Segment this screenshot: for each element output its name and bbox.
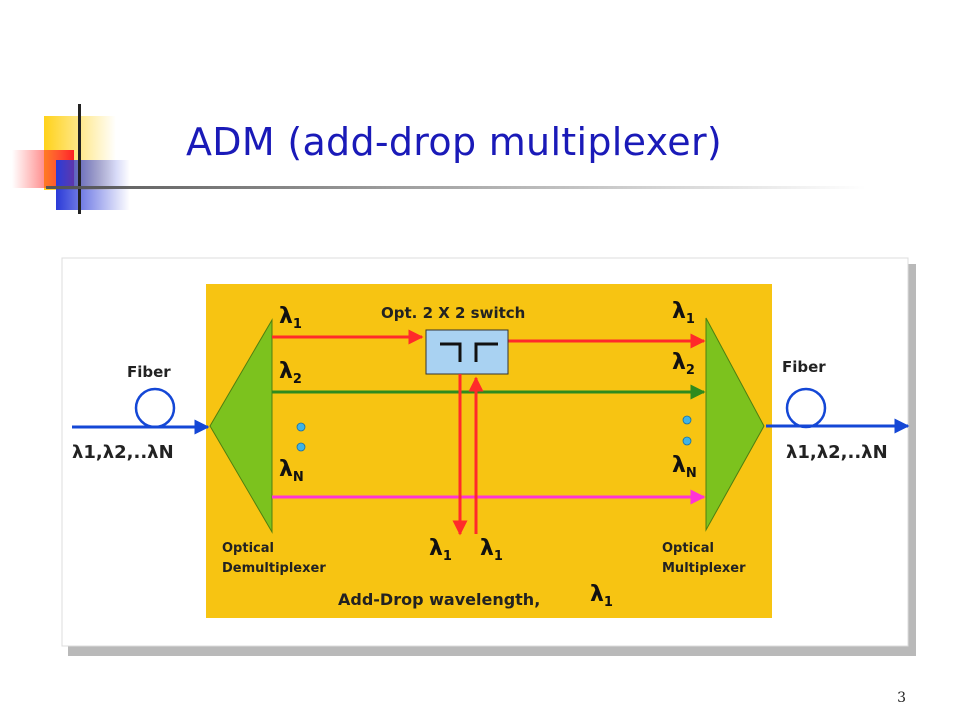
title-underline xyxy=(46,186,866,189)
switch-label: Opt. 2 X 2 switch xyxy=(381,304,525,322)
lambda-symbol: λ xyxy=(480,536,494,561)
lambda-symbol: λ xyxy=(672,350,686,375)
lambda-sub: 1 xyxy=(293,317,302,332)
lambda-symbol: λ xyxy=(279,457,293,482)
title-decoration xyxy=(12,104,866,214)
lambda-sub: 1 xyxy=(443,549,452,564)
input-signal-label: λ1,λ2,..λN xyxy=(72,442,174,463)
optical-demultiplexer xyxy=(209,318,273,534)
fiber-coil-right xyxy=(785,387,827,429)
mux-label-line1: Optical xyxy=(662,541,714,556)
lambda-sub: N xyxy=(293,470,304,485)
deco-blue-square xyxy=(56,160,130,210)
demux-label-line2: Demultiplexer xyxy=(222,561,326,576)
lambda-label-drop: λ1 xyxy=(429,536,452,564)
lambda-label-add: λ1 xyxy=(480,536,503,564)
lambda-symbol: λ xyxy=(672,299,686,324)
lambda-label-right-1: λ1 xyxy=(672,299,695,327)
add-drop-lambda: λ1 xyxy=(590,582,613,610)
lambda-label-left-1: λ1 xyxy=(279,304,302,332)
lambda-sub: 1 xyxy=(686,312,695,327)
fiber-label-right: Fiber xyxy=(782,358,826,376)
fiber-label-left: Fiber xyxy=(127,363,171,381)
lambda-label-right-2: λ2 xyxy=(672,350,695,378)
deco-vertical-line xyxy=(78,104,81,214)
lambda-symbol: λ xyxy=(429,536,443,561)
lambda-symbol: λ xyxy=(672,453,686,478)
add-drop-label: Add-Drop wavelength, xyxy=(338,590,540,609)
lambda-symbol: λ xyxy=(279,359,293,384)
switch-path-add xyxy=(474,342,498,362)
optical-2x2-switch xyxy=(425,329,509,375)
ellipsis-dot xyxy=(682,436,692,446)
lambda-sub: 2 xyxy=(686,363,695,378)
lambda-label-left-2: λ2 xyxy=(279,359,302,387)
fiber-coil-left xyxy=(134,387,176,429)
lambda-symbol: λ xyxy=(590,582,604,607)
optical-multiplexer xyxy=(705,317,765,532)
lambda-symbol: λ xyxy=(279,304,293,329)
output-signal-label: λ1,λ2,..λN xyxy=(786,442,888,463)
ellipsis-dot xyxy=(682,415,692,425)
demux-label-line1: Optical xyxy=(222,541,274,556)
lambda-sub: N xyxy=(686,466,697,481)
lambda-sub: 2 xyxy=(293,372,302,387)
ellipsis-dot xyxy=(296,422,306,432)
switch-path-drop xyxy=(440,342,462,362)
ellipsis-dot xyxy=(296,442,306,452)
lambda-label-left-n: λN xyxy=(279,457,304,485)
mux-label-line2: Multiplexer xyxy=(662,561,746,576)
lambda-sub: 1 xyxy=(604,595,613,610)
lambda-sub: 1 xyxy=(494,549,503,564)
page-number: 3 xyxy=(897,690,906,706)
slide-title: ADM (add-drop multiplexer) xyxy=(186,120,722,164)
lambda-label-right-n: λN xyxy=(672,453,697,481)
